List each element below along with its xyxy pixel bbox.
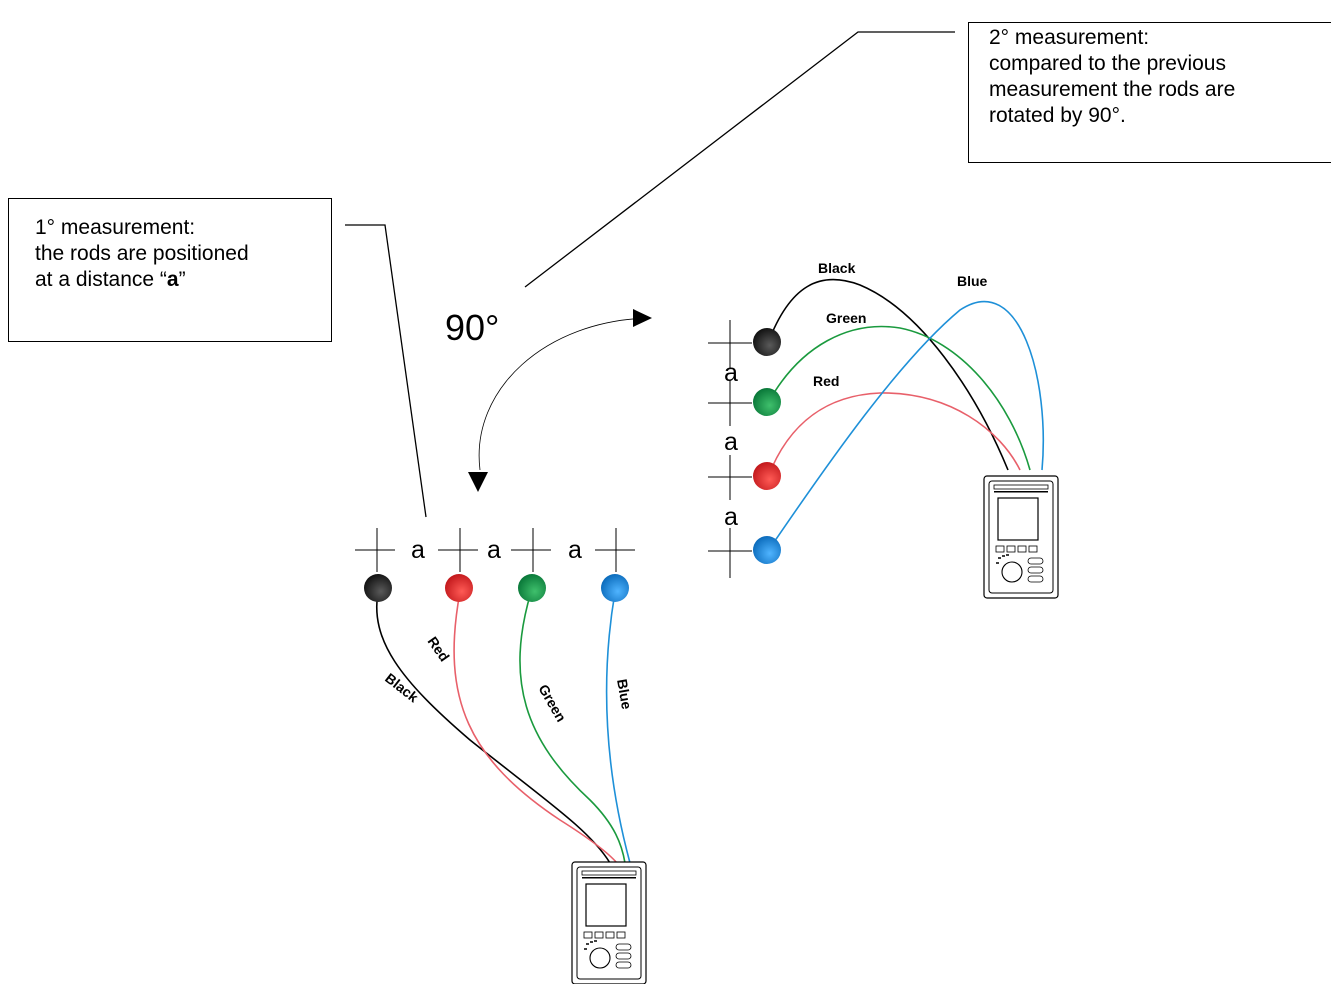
second-note-line-4: rotated by 90°. <box>989 104 1126 127</box>
distance-label: a <box>724 503 738 531</box>
second-note-leader-line <box>524 31 955 288</box>
rotation-arrow-head-right <box>633 309 652 327</box>
red-cable <box>767 392 1021 478</box>
green-rod <box>753 388 781 416</box>
rod-marker-4 <box>595 528 635 572</box>
earth-tester-instrument <box>983 475 1059 599</box>
first-measurement-layout: a a a Black Red Green Blue <box>355 528 647 984</box>
blue-cable <box>767 301 1045 552</box>
rod-marker-1 <box>355 528 395 572</box>
second-note-line-2: compared to the previous <box>989 52 1226 75</box>
red-rod <box>753 462 781 490</box>
black-rod <box>364 574 392 602</box>
second-note-line-3: measurement the rods are <box>989 78 1236 101</box>
green-cable <box>767 325 1031 471</box>
rod-marker-1 <box>708 320 752 368</box>
first-note-leader-line <box>345 224 427 518</box>
rotation-arc <box>478 317 651 471</box>
green-cable-label: Green <box>535 682 569 725</box>
blue-cable-label: Blue <box>614 678 635 711</box>
second-measurement-note: 2° measurement: compared to the previous… <box>968 22 1331 163</box>
green-rod <box>518 574 546 602</box>
second-measurement-layout: a a a Black Green Red Blue <box>708 260 1059 599</box>
blue-rod <box>601 574 629 602</box>
red-cable-label: Red <box>425 634 453 665</box>
second-note-title: 2° measurement: <box>989 26 1150 49</box>
distance-label: a <box>487 536 501 564</box>
black-cable <box>767 278 1009 471</box>
black-cable-label: Black <box>382 670 421 706</box>
distance-label: a <box>724 359 738 387</box>
blue-rod <box>753 536 781 564</box>
rod-marker-2 <box>438 528 478 572</box>
red-rod <box>445 574 473 602</box>
first-note-title: 1° measurement: <box>35 216 196 239</box>
green-cable-label: Green <box>826 310 866 326</box>
black-cable <box>376 591 611 864</box>
red-cable <box>453 591 618 864</box>
black-rod <box>753 328 781 356</box>
first-note-line-2: the rods are positioned <box>35 242 249 265</box>
rod-marker-3 <box>708 455 752 500</box>
rotation-arrow-head-down <box>468 472 488 492</box>
red-cable-label: Red <box>813 373 839 389</box>
black-cable-label: Black <box>818 260 856 276</box>
first-measurement-note: 1° measurement: the rods are positioned … <box>8 198 332 342</box>
blue-cable <box>605 591 631 864</box>
first-note-line-3: at a distance “a” <box>35 268 186 291</box>
distance-label: a <box>568 536 582 564</box>
rod-marker-3 <box>511 528 551 572</box>
blue-cable-label: Blue <box>957 273 988 289</box>
distance-label: a <box>724 428 738 456</box>
green-cable <box>519 591 626 864</box>
rotation-angle-label: 90° <box>445 307 499 348</box>
distance-label: a <box>411 536 425 564</box>
rod-marker-4 <box>708 528 752 578</box>
earth-tester-instrument <box>571 861 647 984</box>
rod-marker-2 <box>708 380 752 426</box>
